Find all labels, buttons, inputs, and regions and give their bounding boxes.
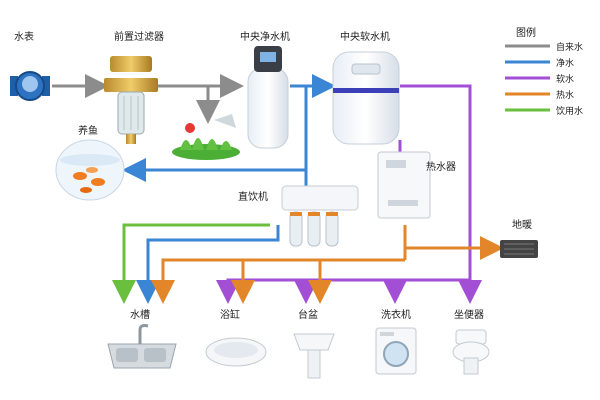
pipe-drinking-to-sink	[112, 223, 270, 304]
label-basin: 台盆	[298, 308, 318, 321]
water-heater-icon	[377, 151, 431, 219]
legend-item-drinking: 饮用水	[505, 105, 583, 117]
label-central-softener: 中央软水机	[340, 30, 390, 43]
fish-tank-icon	[55, 139, 125, 201]
label-sink: 水槽	[130, 308, 150, 321]
legend-item-tap: 自来水	[505, 41, 583, 53]
bathtub-icon	[205, 337, 267, 367]
label-water-heater: 热水器	[426, 160, 456, 173]
pipes	[52, 74, 504, 304]
pipe-hot-heater-down	[403, 225, 504, 260]
svg-text:饮用水: 饮用水	[556, 105, 583, 117]
toilet-icon	[452, 329, 490, 375]
softener-tank-icon	[332, 51, 400, 145]
ro-drinking-machine-icon	[281, 185, 359, 247]
svg-text:净水: 净水	[556, 57, 574, 69]
legend-item-soft: 软水	[505, 73, 574, 85]
legend-title: 图例	[516, 26, 536, 39]
legend: 图例 自来水 净水 软水 热水 饮用水	[505, 26, 583, 117]
svg-text:热水: 热水	[556, 89, 574, 101]
label-toilet: 坐便器	[454, 308, 484, 321]
label-central-purifier: 中央净水机	[240, 30, 290, 43]
label-direct-drinking: 直饮机	[238, 190, 268, 203]
water-meter-icon	[10, 71, 50, 101]
pipe-tap-to-plant	[192, 84, 220, 124]
svg-text:软水: 软水	[556, 73, 574, 85]
basin-icon	[293, 333, 335, 379]
washing-machine-icon	[375, 327, 417, 375]
svg-text:自来水: 自来水	[556, 41, 583, 53]
legend-item-purified: 净水	[505, 57, 574, 69]
pipe-soft-main	[400, 84, 482, 304]
pipe-soft-row	[216, 278, 470, 304]
floor-heating-icon	[500, 240, 538, 258]
sink-icon	[107, 324, 177, 369]
label-floor-heating: 地暖	[512, 218, 532, 231]
legend-item-hot: 热水	[505, 89, 574, 101]
label-fish-tank: 养鱼	[78, 124, 98, 137]
label-washing-machine: 洗衣机	[381, 308, 411, 321]
label-water-meter: 水表	[14, 30, 34, 43]
label-bathtub: 浴缸	[220, 308, 240, 321]
label-pre-filter: 前置过滤器	[114, 30, 164, 43]
pipe-purified-to-sink	[136, 225, 280, 304]
pipe-hot-row	[151, 258, 405, 304]
plant-icon	[172, 114, 240, 160]
pre-filter-icon	[104, 56, 158, 144]
purifier-tank-icon	[247, 46, 289, 149]
